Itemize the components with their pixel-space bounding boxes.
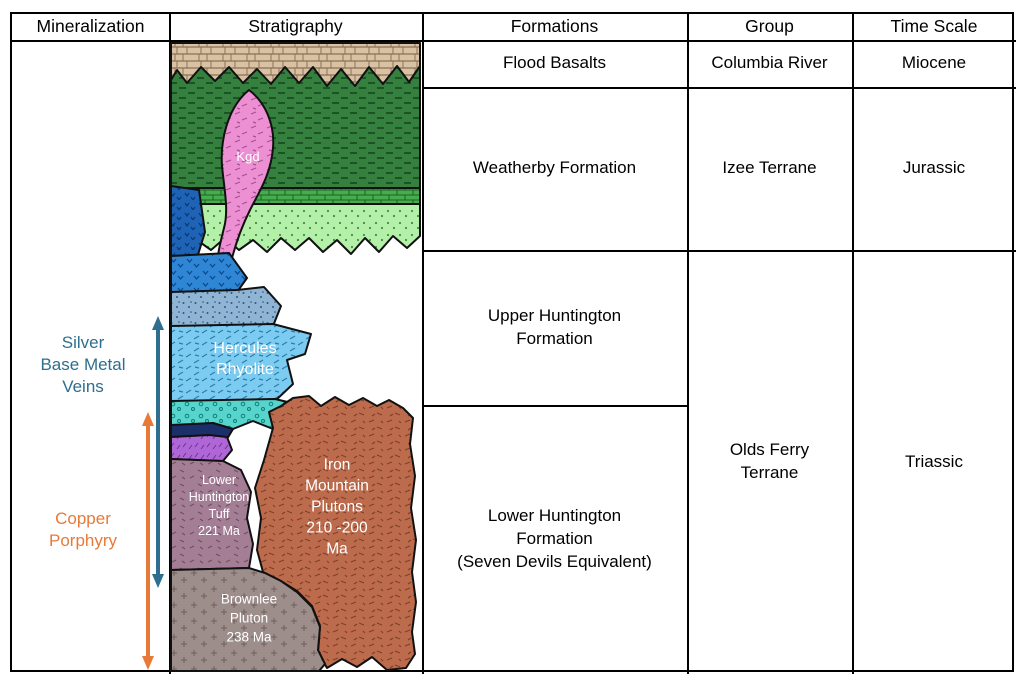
- lower-huntington-tuff-label: Lower Huntington Tuff 221 Ma: [188, 473, 250, 538]
- stratigraphy-illustration: Kgd Hercules Rhyolite Lower Huntington T…: [169, 40, 422, 674]
- row-divider: [422, 405, 687, 407]
- mineralization-arrows: [142, 316, 164, 670]
- unit-flood-basalts: [170, 42, 421, 87]
- header-time-scale: Time Scale: [890, 16, 978, 37]
- header-mineralization: Mineralization: [36, 16, 145, 37]
- header-stratigraphy: Stratigraphy: [248, 16, 343, 37]
- stratigraphic-column-diagram: Mineralization Stratigraphy Formations G…: [10, 12, 1016, 674]
- unit-weatherby-light-green: [170, 203, 421, 255]
- unit-upper-huntington-blue: [170, 252, 248, 295]
- stratigraphy-svg: [170, 42, 421, 672]
- column-divider: [422, 14, 424, 674]
- copper-porphyry-label: Copper Porphyry: [48, 509, 118, 550]
- column-divider: [687, 14, 689, 674]
- time-miocene: Miocene: [901, 53, 967, 73]
- time-triassic: Triassic: [905, 451, 963, 471]
- header-divider: [12, 40, 1016, 42]
- silver-base-metal-veins-label: Silver Base Metal Veins: [40, 333, 126, 396]
- copper-porphyry-range-arrow: [142, 412, 154, 670]
- formation-flood-basalts: Flood Basalts: [503, 53, 606, 73]
- group-izee-terrane: Izee Terrane: [722, 158, 817, 178]
- unit-purple: [170, 434, 233, 462]
- column-divider: [852, 14, 854, 674]
- iron-mountain-plutons-label: Iron Mountain Plutons 210 -200 Ma: [305, 456, 369, 558]
- formation-lower-huntington: Lower Huntington Formation (Seven Devils…: [457, 506, 652, 571]
- header-group: Group: [745, 16, 794, 37]
- row-divider: [422, 250, 1016, 252]
- row-divider: [422, 87, 1016, 89]
- silver-veins-range-arrow: [152, 316, 164, 588]
- unit-upper-huntington-dark-blue: [170, 185, 206, 261]
- header-formations: Formations: [510, 16, 599, 37]
- unit-brownlee-pluton: [170, 567, 326, 672]
- brownlee-pluton-label: Brownlee Pluton 238 Ma: [220, 591, 278, 645]
- unit-upper-huntington-speckled: [170, 286, 282, 329]
- formation-upper-huntington: Upper Huntington Formation: [487, 305, 622, 348]
- group-columbia-river: Columbia River: [711, 53, 828, 73]
- formation-weatherby: Weatherby Formation: [472, 158, 637, 178]
- kgd-label: Kgd: [236, 149, 260, 164]
- time-jurassic: Jurassic: [902, 158, 966, 178]
- hercules-rhyolite-label: Hercules Rhyolite: [213, 340, 277, 378]
- group-olds-ferry-terrane: Olds Ferry Terrane: [729, 440, 810, 482]
